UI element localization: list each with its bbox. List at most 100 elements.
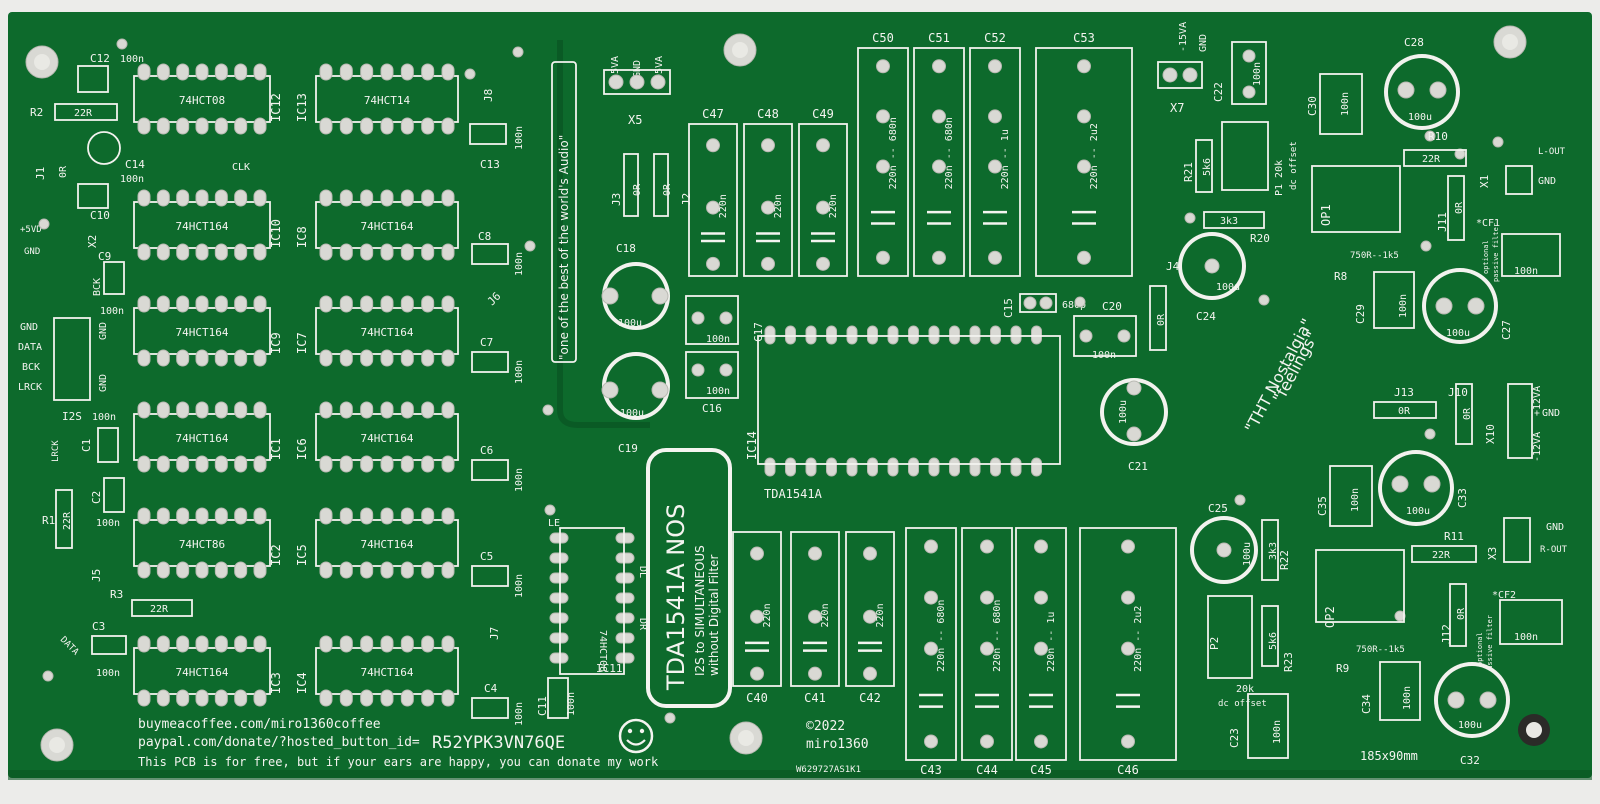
copyright-year: ©2022	[806, 719, 845, 734]
j5-label: J5	[90, 569, 103, 582]
r20-value: 3k3	[1220, 216, 1238, 227]
j10-label: J10	[1448, 386, 1468, 399]
c5-value: 100n	[514, 574, 525, 598]
left-labels: C12 100n R2 22R J1 0R C14 CLK C10 +5VD G…	[18, 52, 525, 726]
c13-label: C13	[480, 158, 500, 171]
cap-ref: C45	[1030, 763, 1052, 777]
ic11-dr: DR	[637, 618, 648, 631]
cap-ref: C48	[757, 107, 779, 121]
r3-label: R3	[110, 588, 123, 601]
lrck-label: LRCK	[51, 440, 61, 462]
pin-data: DATA	[18, 342, 42, 353]
footer-line2b: R52YPK3VN76QE	[432, 733, 565, 753]
pin-bck: BCK	[22, 362, 40, 373]
ic-ref: IC10	[269, 219, 283, 248]
pin-gnd2: GND	[98, 322, 109, 340]
ic-part: 74HCT164	[361, 220, 414, 233]
title-line1: TDA1541A NOS	[662, 504, 690, 691]
c23-value: 100n	[1272, 720, 1283, 744]
c34-value: 100n	[1402, 686, 1413, 710]
pin-gnd3: GND	[98, 374, 109, 392]
c20-value: 100n	[1092, 350, 1116, 361]
rout-label: R-OUT	[1540, 545, 1568, 555]
ground-split-trace	[557, 40, 650, 428]
cap-ref: C41	[804, 691, 826, 705]
cap-value: 220n	[718, 194, 729, 218]
ic-ref: IC6	[295, 438, 309, 460]
cap-ref: C51	[928, 31, 950, 45]
board-size: 185x90mm	[1360, 749, 1418, 763]
c6-value: 100n	[514, 468, 525, 492]
footer-line3: This PCB is for free, but if your ears a…	[138, 755, 659, 769]
c3-label: C3	[92, 620, 105, 633]
cf1-optional: optional	[1482, 240, 1490, 274]
j4-value: 0R	[1156, 313, 1167, 326]
j11-label: J11	[1436, 212, 1449, 232]
footer-line1: buymeacoffee.com/miro1360coffee	[138, 717, 381, 732]
c28-value: 100u	[1408, 112, 1432, 123]
tda-label: TDA1541A	[764, 487, 823, 501]
cap-ref: C44	[976, 763, 998, 777]
ic-ref: IC4	[295, 672, 309, 694]
j13-label: J13	[1394, 386, 1414, 399]
ic-part: 74HCT164	[361, 538, 414, 551]
ic11-part: 74HCT08	[597, 630, 608, 672]
cf2-value: 100n	[1514, 632, 1538, 643]
r1-label: R1	[42, 514, 55, 527]
x3-label: X3	[1486, 547, 1499, 560]
ic-part: 74HCT164	[361, 326, 414, 339]
r2-label: R2	[30, 106, 43, 119]
cap-ref: C46	[1117, 763, 1139, 777]
cf2-label: *CF2	[1492, 590, 1516, 601]
c17-label: C17	[752, 322, 765, 342]
c6-label: C6	[480, 444, 493, 457]
j7-label: J7	[488, 627, 501, 640]
c2-value: 100n	[96, 518, 120, 529]
c25-label: C25	[1208, 502, 1228, 515]
c15-value: 680p	[1062, 300, 1086, 311]
p2-sub: dc offset	[1218, 699, 1267, 709]
r8-label: R8	[1334, 270, 1347, 283]
op2-label: OP2	[1323, 606, 1337, 628]
cap-ref: C42	[859, 691, 881, 705]
cf1-value: 100n	[1514, 266, 1538, 277]
c20-label: C20	[1102, 300, 1122, 313]
r9-label: R9	[1336, 662, 1349, 675]
p1-label: P1 20k	[1274, 160, 1285, 196]
r22-label: R22	[1278, 550, 1291, 570]
lgnd-label: GND	[1538, 176, 1556, 187]
cap-value: 220n -- 2u2	[1133, 606, 1144, 672]
j2-label: J2	[680, 193, 693, 206]
title-plaque: TDA1541A NOS I2S to SIMULTANEOUS without…	[646, 448, 732, 708]
c24-label: C24	[1196, 310, 1216, 323]
cap-ref: C40	[746, 691, 768, 705]
footer-line2a: paypal.com/donate/?hosted_button_id=	[138, 735, 420, 750]
pwr-m5va: -5VA	[610, 56, 621, 80]
ic-ref: IC9	[269, 332, 283, 354]
r11-label: R11	[1444, 530, 1464, 543]
j4-label: J4	[1166, 260, 1180, 273]
c32-value: 100u	[1458, 720, 1482, 731]
c18-label: C18	[616, 242, 636, 255]
j11-value: 0R	[1454, 201, 1465, 214]
cap-ref: C43	[920, 763, 942, 777]
c2-label: C2	[90, 491, 103, 504]
cap-ref: C50	[872, 31, 894, 45]
p2-value: 20k	[1236, 684, 1254, 695]
pin-lrck: LRCK	[18, 382, 42, 393]
c13-value: 100n	[514, 126, 525, 150]
r8-value: 750R--1k5	[1350, 251, 1399, 261]
c5-label: C5	[480, 550, 493, 563]
